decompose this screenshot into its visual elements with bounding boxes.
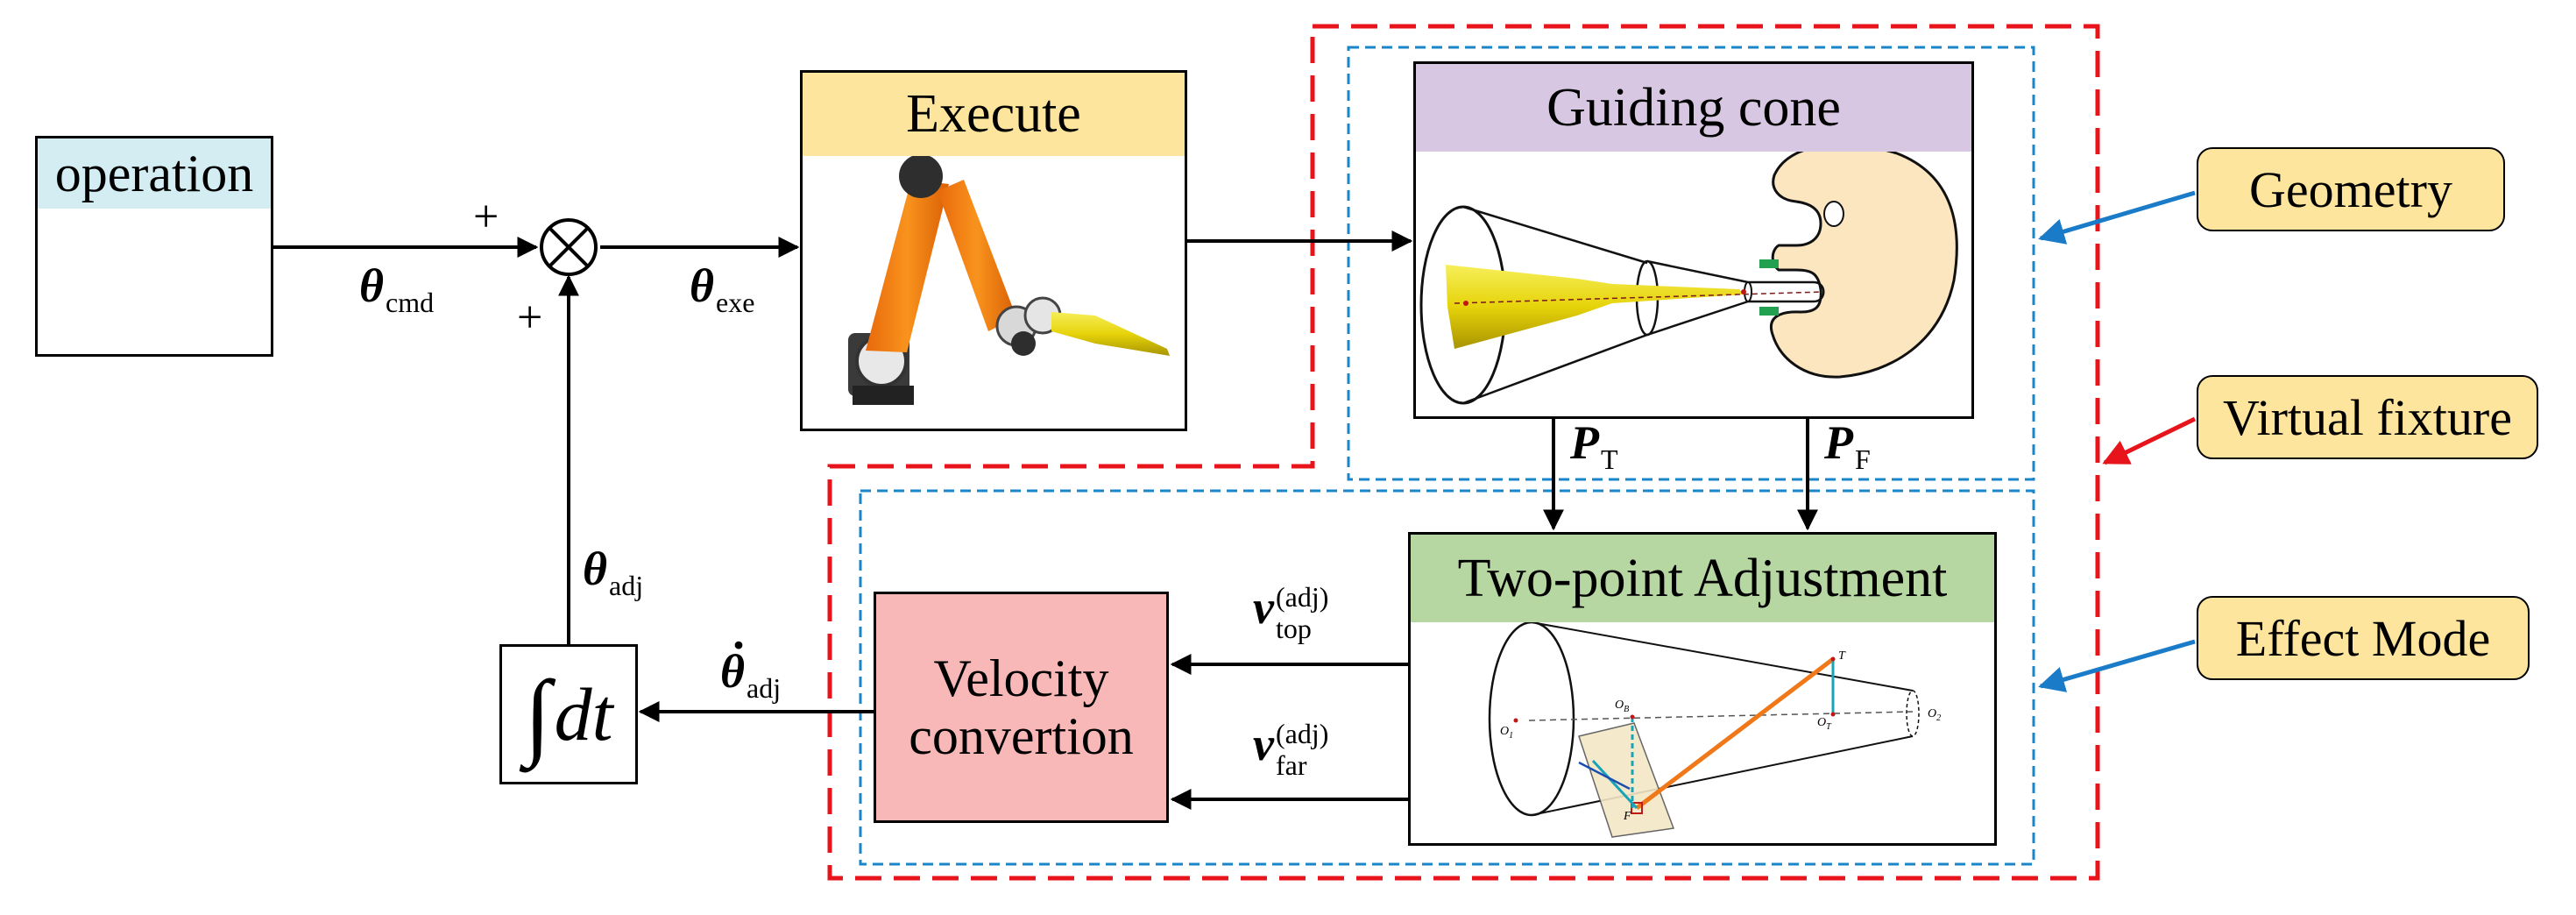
tool-body [1446,265,1744,349]
svg-text:OB: OB [1615,699,1629,714]
operation-block: operation [35,136,273,357]
svg-text:T: T [1838,649,1846,663]
two-point-adjustment-block: Two-point Adjustment [1408,532,1997,846]
guiding-cone-title: Guiding cone [1416,64,1971,152]
velocity-convertion-block: Velocity convertion [874,592,1169,823]
theta-dot-adj-label: · θ adj [720,619,782,704]
robot-arm-icon [848,154,1170,405]
theta-adj-label: θadj [583,543,644,601]
svg-text:O2: O2 [1928,707,1941,723]
svg-text:OT: OT [1817,716,1832,732]
two-point-adjustment-title: Two-point Adjustment [1411,535,1994,622]
mouth-hole [1823,201,1844,227]
plus-sign-top: + [473,192,499,242]
svg-text:F: F [1623,810,1631,823]
plus-sign-bottom: + [517,293,543,343]
virtual-fixture-tag: Virtual fixture [2197,375,2538,459]
geometry-arrow [2038,190,2196,245]
guiding-cone-block: Guiding cone [1413,61,1974,419]
theta-exe-label: θexe [690,259,755,318]
v-top-label: v(adj)top [1253,580,1329,644]
integrator-block: ∫ dt [499,644,638,784]
virtual-fixture-arrow [2102,416,2197,465]
effect-mode-arrow [2038,639,2196,692]
two-point-illustration: O1 OB OT T F O2 [1488,621,1941,838]
geometry-tag: Geometry [2197,147,2505,231]
svg-text:O1: O1 [1500,725,1513,741]
virtual-fixture-region [827,24,2100,881]
integral-dt: dt [554,672,613,756]
execute-block: Execute [800,70,1187,431]
velocity-line2: convertion [909,707,1134,765]
effect-mode-region [859,489,2035,866]
execute-title: Execute [803,73,1185,156]
adjustment-plane [1578,722,1675,838]
velocity-line1: Velocity [933,649,1109,707]
p-t-label: PT [1570,416,1618,475]
summing-junction [540,218,598,276]
guiding-cone-illustration [1419,143,1958,405]
p-f-label: PF [1824,416,1871,475]
effect-mode-tag: Effect Mode [2197,596,2530,680]
theta-cmd-label: θcmd [359,259,435,318]
integral-sign: ∫ [524,660,551,768]
geometry-region [1347,46,2035,481]
v-far-label: v(adj)far [1253,717,1329,781]
operation-title: operation [38,138,271,209]
